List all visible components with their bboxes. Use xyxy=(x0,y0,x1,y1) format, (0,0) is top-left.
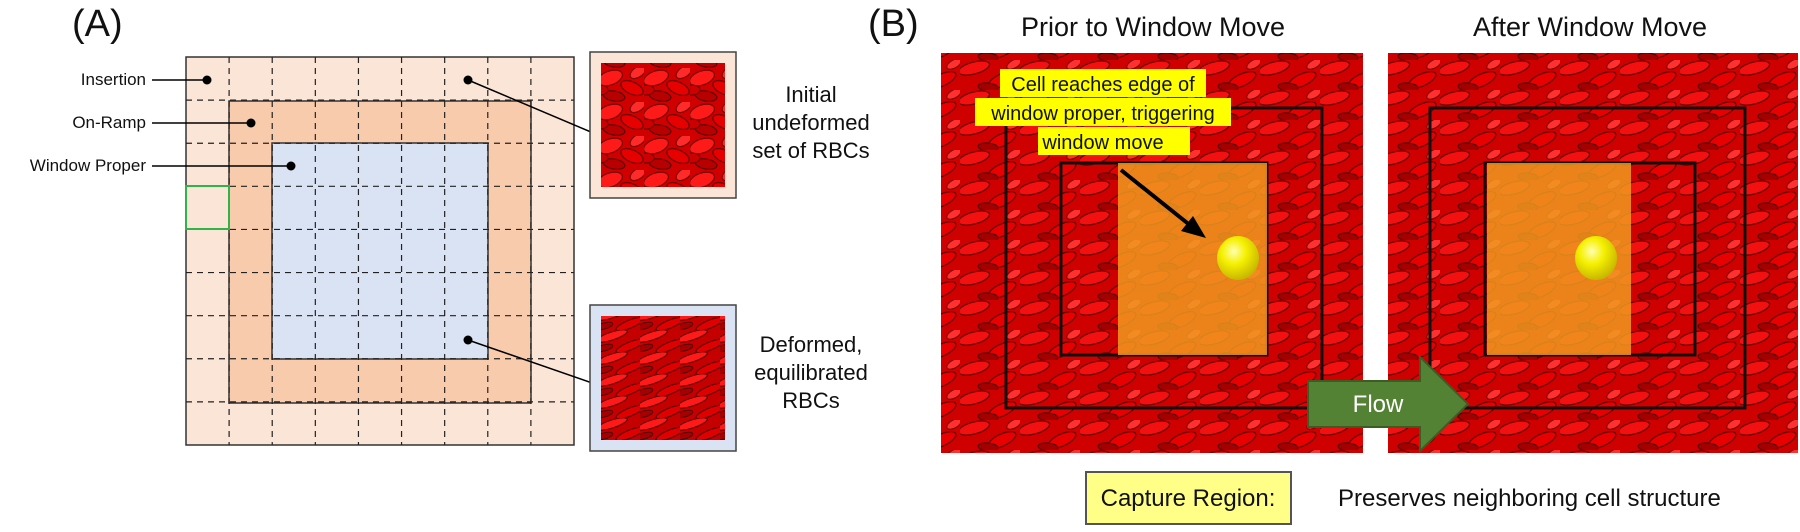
flow-label: Flow xyxy=(1353,391,1404,418)
annotation-bg-1 xyxy=(1000,69,1206,97)
window-proper-region xyxy=(271,142,489,360)
legend-swatch xyxy=(1085,471,1292,525)
after-tracked-cell xyxy=(1575,236,1617,280)
initial-caption-line2: undeformed xyxy=(752,110,869,135)
deformed-caption-line1: Deformed, xyxy=(760,332,863,357)
initial-rbc-image xyxy=(601,63,725,187)
panel-a-label: (A) xyxy=(72,3,123,45)
highlighted-cell xyxy=(185,185,230,230)
annotation-line3: window move xyxy=(1041,132,1163,154)
after-title: After Window Move xyxy=(1473,12,1707,42)
flow-arrow-shape xyxy=(1307,354,1470,454)
legend-description: Preserves neighboring cell structure xyxy=(1338,485,1721,512)
dashed-grid xyxy=(186,57,574,445)
flow-arrow: Flow xyxy=(1307,354,1470,454)
annotation-arrow-shaft xyxy=(1119,168,1198,232)
deformed-rbc-image xyxy=(601,316,725,440)
deformed-caption-line2: equilibrated xyxy=(754,360,868,385)
prior-title: Prior to Window Move xyxy=(1021,12,1285,42)
after-on-ramp-outline xyxy=(1428,106,1747,410)
annotation-line2: window proper, triggering xyxy=(990,103,1214,125)
prior-tracked-cell xyxy=(1217,236,1259,280)
annotation-line1: Cell reaches edge of xyxy=(1011,74,1195,96)
after-simulation-image xyxy=(1388,53,1798,453)
initial-caption-line3: set of RBCs xyxy=(752,138,869,163)
initial-leader xyxy=(467,79,599,136)
deformed-leader xyxy=(467,339,599,386)
deformed-caption-line3: RBCs xyxy=(782,388,839,413)
annotation-bg-2 xyxy=(975,98,1231,126)
annotation-arrow-head xyxy=(1181,216,1206,238)
window-proper-dot xyxy=(286,161,296,171)
annotation: Cell reaches edge of window proper, trig… xyxy=(975,69,1231,238)
insertion-label: Insertion xyxy=(81,70,146,89)
annotation-bg-3 xyxy=(1038,127,1190,155)
on-ramp-label: On-Ramp xyxy=(72,113,146,132)
legend-label: Capture Region: xyxy=(1101,485,1276,512)
panel-b-label: (B) xyxy=(868,3,919,45)
on-ramp-dot xyxy=(246,118,256,128)
window-schematic xyxy=(185,56,575,446)
insertion-dot xyxy=(202,75,212,85)
window-proper-label: Window Proper xyxy=(30,156,147,175)
initial-caption-line1: Initial xyxy=(785,82,836,107)
